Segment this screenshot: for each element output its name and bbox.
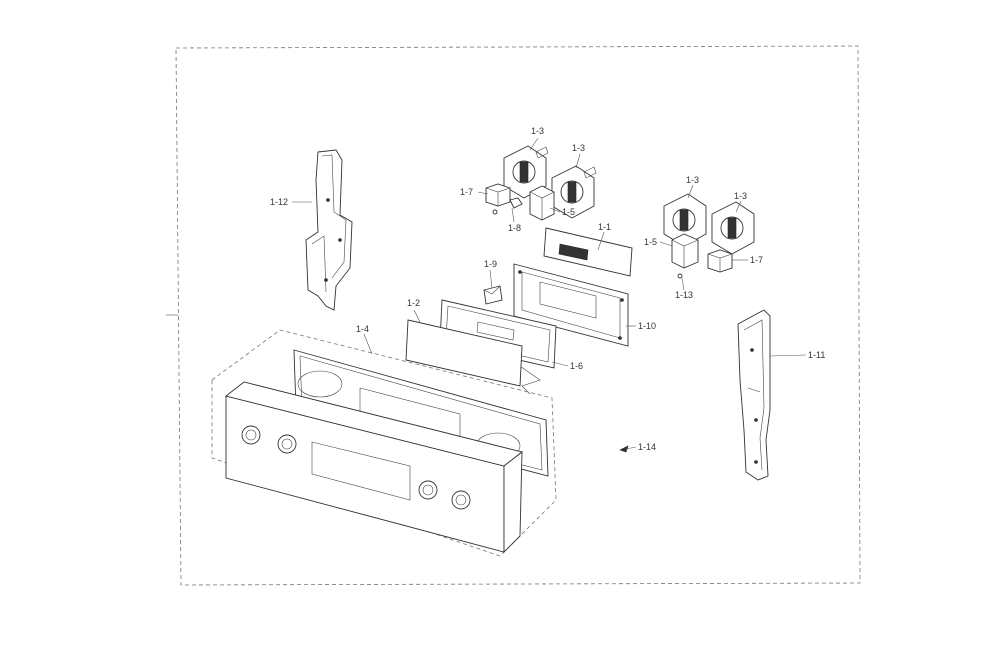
callout-1-10: 1-10 <box>638 321 656 331</box>
callout-1-7-a: 1-7 <box>460 187 473 197</box>
callout-1-12: 1-12 <box>270 197 288 207</box>
part-small-screw-2 <box>677 273 683 279</box>
part-small-screw-1 <box>492 209 498 215</box>
part-small-bracket <box>483 285 503 305</box>
callout-1-3-d: 1-3 <box>734 191 747 201</box>
callout-1-2: 1-2 <box>407 298 420 308</box>
callout-1-14: 1-14 <box>638 442 656 452</box>
part-knob-1 <box>503 145 549 199</box>
part-display-glass <box>405 319 523 387</box>
part-side-bracket-left <box>305 149 353 311</box>
callout-1-6: 1-6 <box>570 361 583 371</box>
callout-labels: 1-3 1-3 1-3 1-3 1-7 1-7 1-5 1-5 1-8 1-1 … <box>270 126 825 452</box>
part-side-bracket-right <box>737 309 771 481</box>
backguard-assembly-dashed-outline <box>211 329 557 557</box>
callout-1-11: 1-11 <box>808 350 825 360</box>
callout-1-3-b: 1-3 <box>572 143 585 153</box>
callout-1-4: 1-4 <box>356 324 369 334</box>
callout-1-7-b: 1-7 <box>750 255 763 265</box>
callout-1-5-b: 1-5 <box>644 237 657 247</box>
leader-lines <box>292 137 807 450</box>
part-knob-2 <box>551 165 597 219</box>
callout-1-3-a: 1-3 <box>531 126 544 136</box>
part-small-clip <box>509 197 523 209</box>
part-backguard-front-panel <box>224 381 524 554</box>
part-switch-rear-right <box>707 249 733 273</box>
part-display-board <box>543 227 633 277</box>
assembly-boundary-frame <box>175 45 861 586</box>
part-switch-module-1 <box>529 185 555 221</box>
part-knob-3 <box>663 193 707 247</box>
part-switch-rear-left <box>485 183 511 207</box>
callout-1-5-a: 1-5 <box>562 207 575 217</box>
part-control-bracket <box>513 263 629 347</box>
callout-1-9: 1-9 <box>484 259 497 269</box>
callout-1-8: 1-8 <box>508 223 521 233</box>
callout-1-1: 1-1 <box>598 222 611 232</box>
part-switch-module-2 <box>671 233 699 269</box>
callout-1-13: 1-13 <box>675 290 693 300</box>
part-knob-4 <box>711 201 755 255</box>
callout-1-3-c: 1-3 <box>686 175 699 185</box>
